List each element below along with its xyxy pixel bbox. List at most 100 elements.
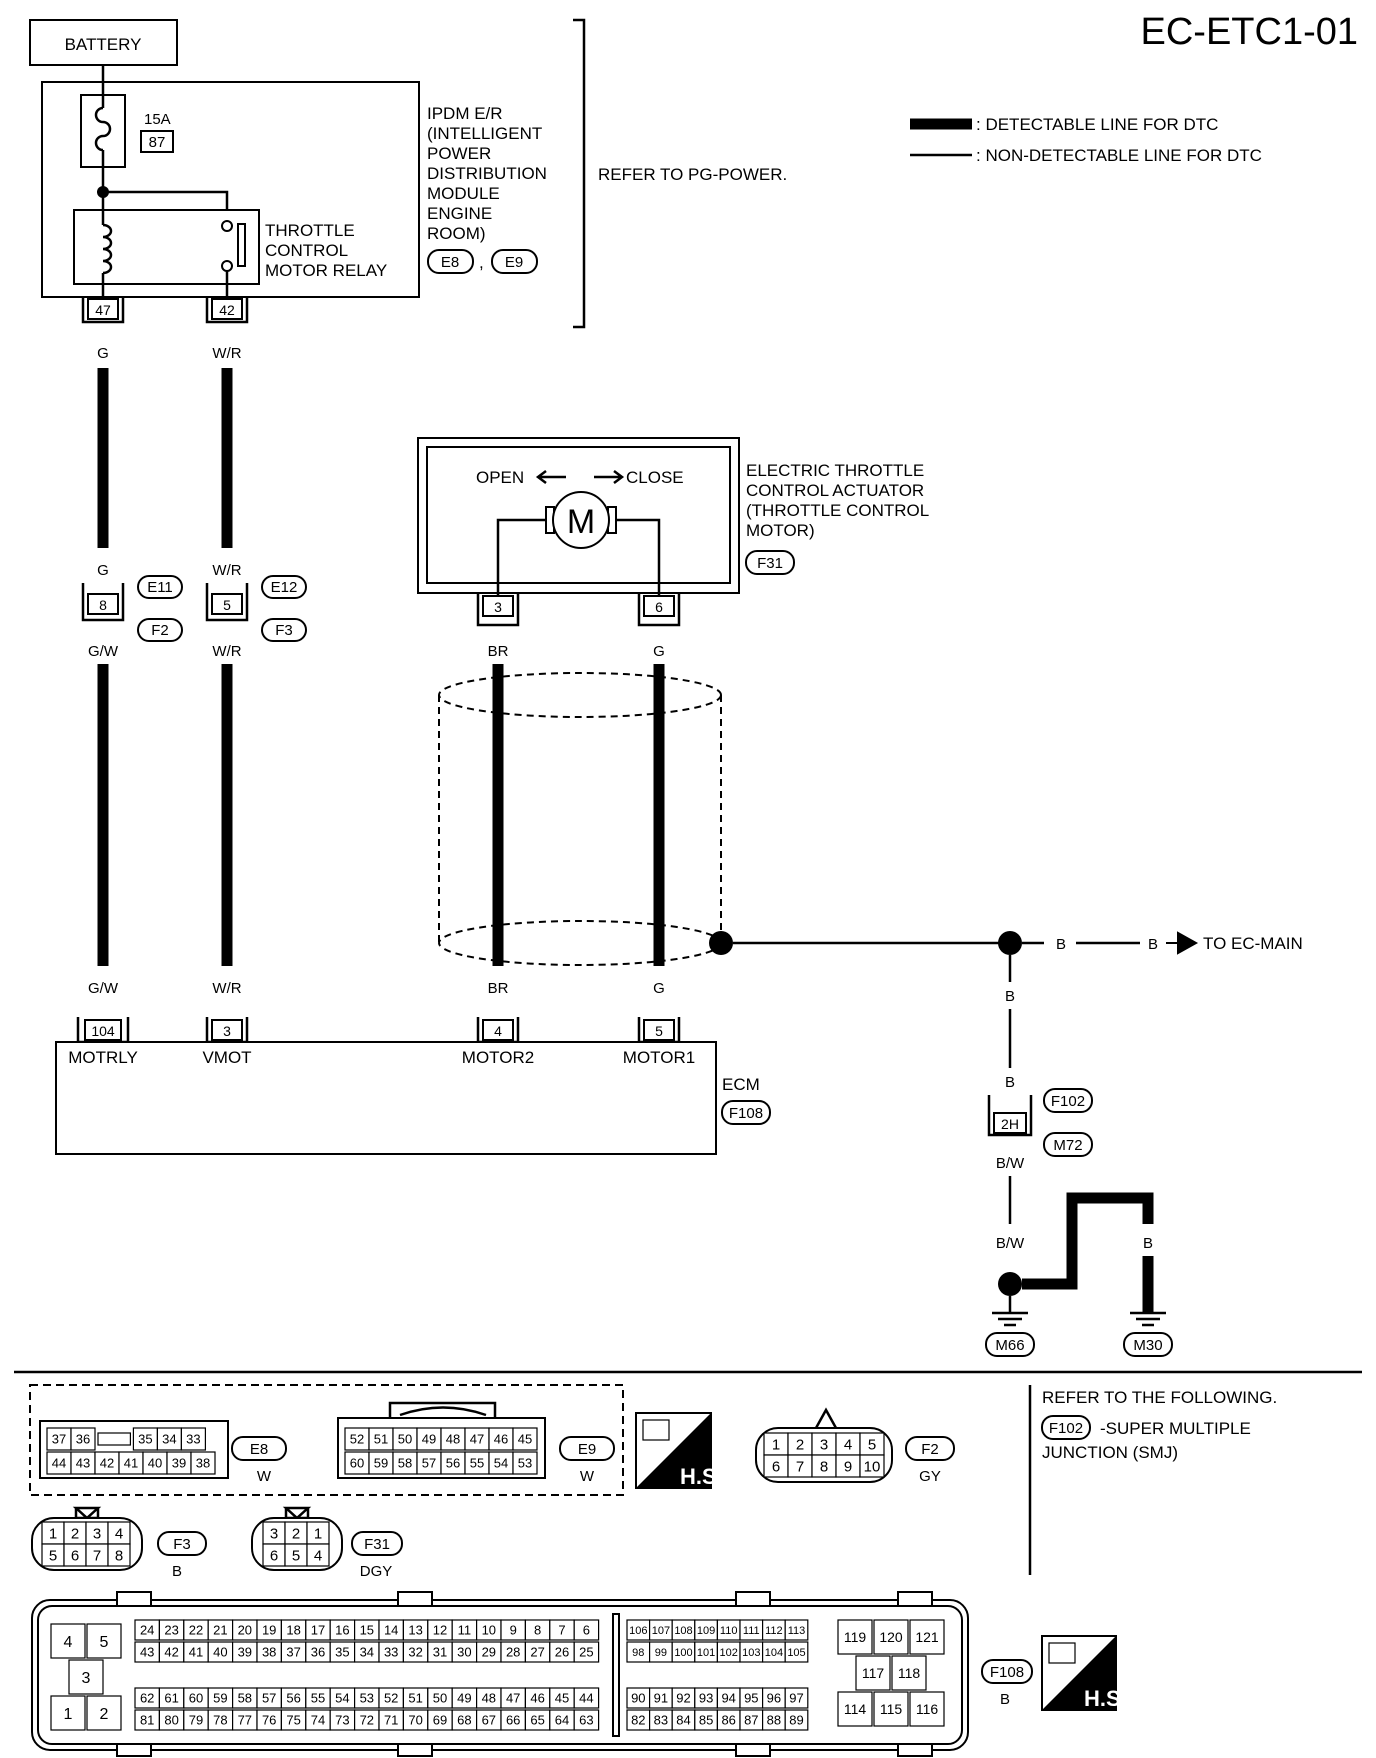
f108-cavity-54-label: 54 bbox=[335, 1691, 349, 1706]
ecm-term-motor2: MOTOR2 bbox=[462, 1048, 534, 1067]
f108-cavity-55-label: 55 bbox=[311, 1691, 325, 1706]
f31-pin-3: 3 bbox=[494, 599, 502, 615]
cv-e9-color: W bbox=[580, 1468, 595, 1485]
conn-f3-label: F3 bbox=[275, 622, 293, 639]
legend-non-detectable: : NON-DETECTABLE LINE FOR DTC bbox=[976, 146, 1262, 165]
f108-cavity-32-label: 32 bbox=[408, 1645, 422, 1660]
f108-cavity-5-label: 5 bbox=[100, 1634, 109, 1651]
f108-cavity-33-label: 33 bbox=[384, 1645, 398, 1660]
f108-cavity-80-label: 80 bbox=[164, 1713, 178, 1728]
ecm-pin-5: 5 bbox=[655, 1023, 663, 1039]
wire-g-bottom-ecm: G bbox=[653, 980, 665, 997]
f108-cavity-61-label: 61 bbox=[164, 1691, 178, 1706]
f3-cavity-6-label: 6 bbox=[71, 1547, 79, 1564]
ipdm-label-1: IPDM E/R bbox=[427, 104, 503, 123]
f108-cavity-108-label: 108 bbox=[674, 1625, 692, 1637]
f108-cavity-7-label: 7 bbox=[558, 1623, 565, 1638]
f2-cavity-4-label: 4 bbox=[844, 1436, 852, 1453]
e9-cavity-51-label: 51 bbox=[374, 1432, 388, 1447]
f31-cavity-4-label: 4 bbox=[314, 1547, 322, 1564]
refer-following-heading: REFER TO THE FOLLOWING. bbox=[1042, 1388, 1277, 1407]
f108-cavity-13-label: 13 bbox=[408, 1623, 422, 1638]
f108-cavity-53-label: 53 bbox=[360, 1691, 374, 1706]
f108-cavity-51-label: 51 bbox=[408, 1691, 422, 1706]
f108-cavity-92-label: 92 bbox=[676, 1691, 690, 1706]
conn-f31-label: F31 bbox=[757, 555, 783, 572]
actuator-close: CLOSE bbox=[626, 468, 684, 487]
e9-cavity-48-label: 48 bbox=[446, 1432, 460, 1447]
f108-cavity-21-label: 21 bbox=[213, 1623, 227, 1638]
f108-cavity-105-label: 105 bbox=[787, 1647, 805, 1659]
e8-cavity-33 bbox=[180, 1427, 206, 1451]
ecm-pin-104: 104 bbox=[91, 1023, 115, 1039]
wire-b-down-1: B bbox=[1005, 988, 1015, 1005]
f108-cavity-19-label: 19 bbox=[262, 1623, 276, 1638]
f108-cavity-103-label: 103 bbox=[742, 1647, 760, 1659]
wire-g-bottom: G bbox=[97, 562, 109, 579]
wire-g-top: G bbox=[97, 345, 109, 362]
f108-cavity-97-label: 97 bbox=[789, 1691, 803, 1706]
cv-f31-color: DGY bbox=[360, 1563, 393, 1580]
f3-cavity-8-label: 8 bbox=[115, 1547, 123, 1564]
wire-br-bottom: BR bbox=[488, 980, 509, 997]
e9-cavity-55-label: 55 bbox=[470, 1456, 484, 1471]
conn-e9-label: E9 bbox=[505, 254, 523, 271]
e9-cavity-53 bbox=[512, 1451, 538, 1475]
svg-text:H.S.: H.S. bbox=[680, 1464, 723, 1489]
f108-cavity-49-label: 49 bbox=[457, 1691, 471, 1706]
ecm-pin-3: 3 bbox=[223, 1023, 231, 1039]
f108-cavity-67-label: 67 bbox=[482, 1713, 496, 1728]
ipdm-label-3: POWER bbox=[427, 144, 491, 163]
f108-cavity-45-label: 45 bbox=[555, 1691, 569, 1706]
e9-cavity-50-label: 50 bbox=[398, 1432, 412, 1447]
f108-cavity-12-label: 12 bbox=[433, 1623, 447, 1638]
f108-cavity-90-label: 90 bbox=[631, 1691, 645, 1706]
f108-cavity-50-label: 50 bbox=[433, 1691, 447, 1706]
f108-cavity-23-label: 23 bbox=[164, 1623, 178, 1638]
pin-47: 47 bbox=[95, 302, 111, 318]
wire-b-ground-loop bbox=[1022, 1192, 1154, 1290]
ipdm-label-7: ROOM) bbox=[427, 224, 486, 243]
f108-cavity-78-label: 78 bbox=[213, 1713, 227, 1728]
cv-f2-name: F2 bbox=[921, 1441, 939, 1458]
f3-cavity-2-label: 2 bbox=[71, 1525, 79, 1542]
f108-cavity-27-label: 27 bbox=[530, 1645, 544, 1660]
f108-cavity-58-label: 58 bbox=[238, 1691, 252, 1706]
e8-key-slot bbox=[97, 1432, 132, 1446]
actuator-label-1: ELECTRIC THROTTLE bbox=[746, 461, 924, 480]
f108-cavity-39-label: 39 bbox=[238, 1645, 252, 1660]
refer-f102: F102 bbox=[1049, 1420, 1083, 1437]
f108-cavity-3-label: 3 bbox=[82, 1670, 91, 1687]
f108-cavity-114-label: 114 bbox=[844, 1701, 867, 1717]
wire-wr-bottom: W/R bbox=[212, 562, 241, 579]
e8-cavity-37-label: 37 bbox=[52, 1432, 66, 1447]
conn-m72-label: M72 bbox=[1053, 1137, 1082, 1154]
f108-cavity-79-label: 79 bbox=[189, 1713, 203, 1728]
f108-cavity-17-label: 17 bbox=[311, 1623, 325, 1638]
f108-cavity-107-label: 107 bbox=[652, 1625, 670, 1637]
wire-b-right-2: B bbox=[1148, 936, 1158, 953]
f108-cavity-94-label: 94 bbox=[721, 1691, 735, 1706]
f31-cavity-4 bbox=[306, 1543, 330, 1567]
pg-power-bracket bbox=[573, 18, 586, 329]
f108-cavity-83-label: 83 bbox=[654, 1713, 668, 1728]
motor-icon bbox=[552, 491, 610, 549]
e9-cavity-59-label: 59 bbox=[374, 1456, 388, 1471]
e9-cavity-58-label: 58 bbox=[398, 1456, 412, 1471]
f108-cavity-18-label: 18 bbox=[286, 1623, 300, 1638]
cv-f108-color: B bbox=[1000, 1691, 1010, 1708]
ground-splice-2 bbox=[998, 1272, 1022, 1296]
f108-cavity-91-label: 91 bbox=[654, 1691, 668, 1706]
f108-cavity-63 bbox=[573, 1709, 600, 1731]
cv-f3-name: F3 bbox=[173, 1536, 191, 1553]
conn-e8-label: E8 bbox=[441, 254, 459, 271]
hs-badge-1: H.S. bbox=[635, 1412, 723, 1489]
shield-top bbox=[438, 672, 722, 718]
ground-m30-label: M30 bbox=[1133, 1337, 1162, 1354]
ground-m66-label: M66 bbox=[995, 1337, 1024, 1354]
f108-cavity-119 bbox=[837, 1619, 873, 1655]
cv-f2-color: GY bbox=[919, 1468, 941, 1485]
f108-cavity-46-label: 46 bbox=[530, 1691, 544, 1706]
